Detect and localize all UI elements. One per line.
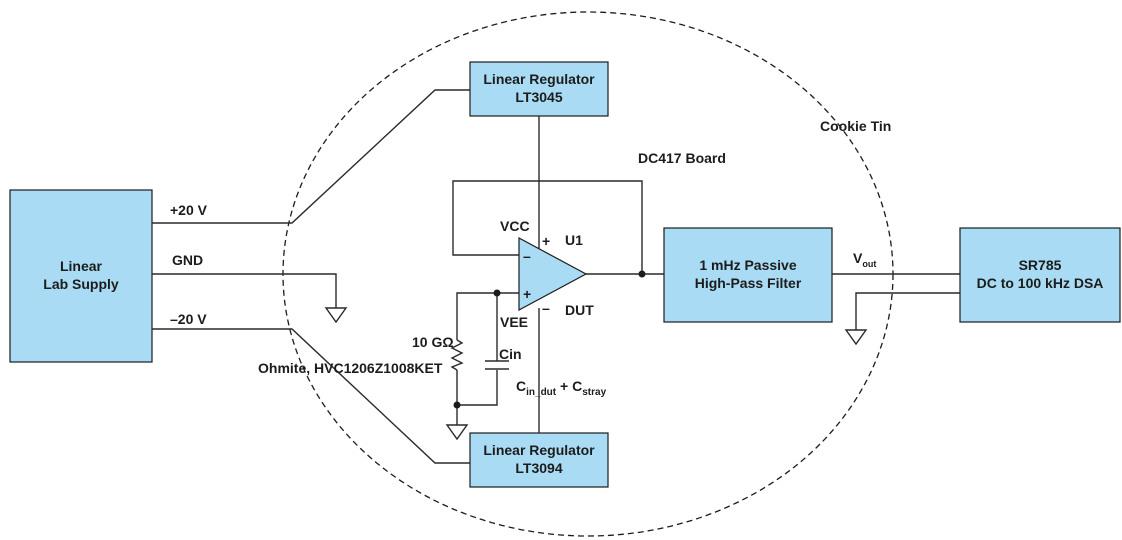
ground-symbol-supply [324, 307, 348, 324]
sr785-analyzer: SR785 DC to 100 kHz DSA [959, 227, 1121, 323]
supply-wires [152, 89, 470, 464]
opamp-ref-label: U1 [565, 232, 583, 248]
svg-text:Linear Regulator: Linear Regulator [483, 71, 595, 87]
ground-symbol-output [844, 329, 868, 346]
capacitor-label: Cin [499, 346, 522, 362]
opamp-plus-input: + [523, 286, 531, 302]
ground-junction-dot [453, 401, 461, 409]
svg-text:Linear Regulator: Linear Regulator [483, 442, 595, 458]
opamp-vcc-plus: + [542, 233, 550, 249]
svg-text:SR785: SR785 [1019, 257, 1062, 273]
opamp-vee-minus: – [542, 300, 550, 316]
vout-label: Vout [853, 250, 876, 269]
output-junction-dot [638, 270, 646, 278]
input-junction-dot [493, 289, 501, 297]
resistor-symbol [450, 339, 464, 371]
regulator-top: Linear Regulator LT3045 [469, 61, 609, 117]
capacitance-formula-label: Cin_dut + Cstray [516, 378, 607, 398]
opamp-minus-input: – [523, 248, 531, 264]
linear-lab-supply: Linear Lab Supply [9, 189, 153, 363]
svg-text:LT3094: LT3094 [515, 460, 562, 476]
svg-text:High-Pass Filter: High-Pass Filter [695, 275, 802, 291]
high-pass-filter: 1 mHz Passive High-Pass Filter [663, 227, 833, 323]
svg-text:DC to 100 kHz DSA: DC to 100 kHz DSA [977, 275, 1104, 291]
ground-symbol-input [445, 424, 469, 441]
regulator-bottom: Linear Regulator LT3094 [469, 432, 609, 488]
opamp-vcc-label: VCC [500, 218, 530, 234]
cookie-tin-label: Cookie Tin [820, 118, 891, 134]
svg-text:Linear: Linear [60, 258, 103, 274]
opamp-dut-label: DUT [565, 302, 594, 318]
rail-gnd-label: GND [172, 252, 203, 268]
dc417-board-label: DC417 Board [638, 150, 726, 166]
rail-neg-label: –20 V [170, 311, 207, 327]
opamp-u1 [518, 236, 588, 312]
rail-pos-label: +20 V [170, 202, 208, 218]
resistor-value-label: 10 GΩ [412, 334, 454, 350]
resistor-part-label: Ohmite, HVC1206Z1008KET [258, 360, 443, 376]
svg-text:Lab Supply: Lab Supply [43, 276, 119, 292]
opamp-vee-label: VEE [500, 314, 528, 330]
svg-text:LT3045: LT3045 [515, 89, 562, 105]
output-wires [832, 273, 960, 330]
svg-text:1 mHz Passive: 1 mHz Passive [699, 257, 796, 273]
